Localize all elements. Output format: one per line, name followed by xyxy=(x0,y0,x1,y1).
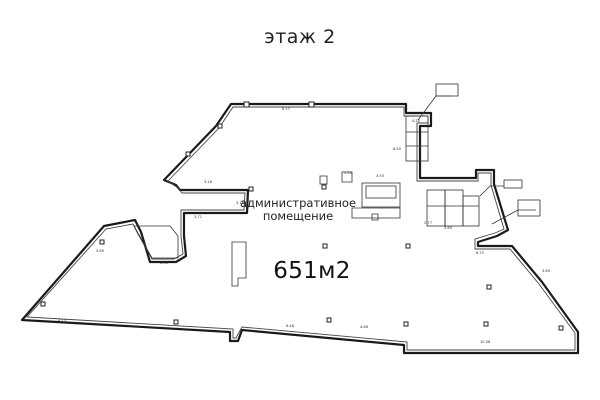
column xyxy=(40,301,46,307)
inner-rooms xyxy=(133,115,480,287)
column xyxy=(405,243,411,249)
room-wc-3 xyxy=(462,195,480,227)
column xyxy=(308,101,315,108)
room-wc-2 xyxy=(444,189,464,227)
dimension-label: 4.86 xyxy=(360,325,369,329)
room-utility xyxy=(361,182,401,208)
callouts xyxy=(417,83,541,225)
dimension-label: 2.15 xyxy=(160,261,168,265)
room-utility-inner xyxy=(365,185,397,199)
room-name-label: административное помещение xyxy=(228,197,368,223)
dimension-label: 10.56 xyxy=(480,340,491,344)
dimension-labels: 6.17 3.18 8.40 6.48 3.71 3.16 6.13 2.40 … xyxy=(58,107,551,344)
outer-walls xyxy=(20,102,580,355)
dimension-label: 6.48 xyxy=(286,324,295,328)
column xyxy=(243,101,250,108)
dimension-label: 2.40 xyxy=(344,171,353,175)
room-corridor xyxy=(405,115,429,162)
column xyxy=(99,239,105,245)
dimension-label: 3.18 xyxy=(204,180,213,184)
column xyxy=(173,319,179,325)
column xyxy=(321,184,327,190)
room-stair xyxy=(351,207,401,219)
column xyxy=(483,321,489,327)
outer-wall-outline xyxy=(20,102,580,355)
column xyxy=(322,243,328,249)
floor-title: этаж 2 xyxy=(264,26,336,48)
column xyxy=(185,151,191,157)
column xyxy=(558,325,564,331)
room-side-hall xyxy=(133,225,179,259)
dimension-label: 3.55 xyxy=(376,174,384,178)
outer-wall-inner-line xyxy=(26,106,576,351)
dimension-label: 3.71 xyxy=(194,215,202,219)
columns xyxy=(40,101,564,331)
column xyxy=(326,317,332,323)
room-name-line1: административное xyxy=(239,196,357,210)
dimension-label: 3.89 xyxy=(542,269,551,273)
dimension-label: 3.89 xyxy=(96,249,105,253)
room-name-line2: помещение xyxy=(262,209,334,223)
column xyxy=(217,123,223,129)
room-column-block xyxy=(231,241,247,287)
column xyxy=(486,284,492,290)
column xyxy=(403,321,409,327)
room-area-label: 651м2 xyxy=(273,258,351,284)
dimension-label: 8.40 xyxy=(393,147,402,151)
dimension-label: 6.13 xyxy=(58,319,66,323)
dimension-label: 3.16 xyxy=(236,201,245,205)
dimension-label: 2.77 xyxy=(424,221,432,225)
dimension-label: 6.17 xyxy=(282,107,290,111)
dimension-label: 4.30 xyxy=(412,119,421,123)
column xyxy=(248,186,254,192)
dimension-label: 3.69 xyxy=(444,226,453,230)
dimension-label: 6.75 xyxy=(476,251,484,255)
